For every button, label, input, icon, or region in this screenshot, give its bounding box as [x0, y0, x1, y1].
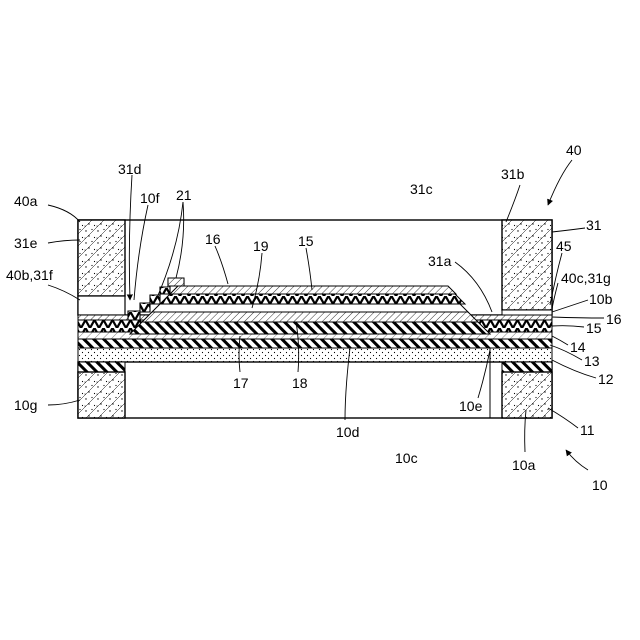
label-17: 17 [233, 375, 249, 391]
label-10: 10 [592, 477, 608, 493]
label-31c: 31c [410, 181, 433, 197]
label-40c-31g: 40c,31g [561, 270, 611, 286]
label-10d: 10d [336, 424, 359, 440]
device-element [128, 278, 490, 334]
label-11: 11 [580, 422, 595, 438]
label-21: 21 [176, 187, 192, 203]
right-base-block [502, 362, 552, 372]
label-16-top: 16 [205, 231, 221, 247]
right-foot-40c [502, 310, 552, 315]
film-18 [142, 312, 478, 322]
label-16-right: 16 [606, 311, 622, 327]
label-10c: 10c [395, 450, 418, 466]
right-base [502, 372, 552, 418]
film-17 [130, 322, 490, 334]
label-10b: 10b [589, 291, 613, 307]
layer-12 [78, 348, 552, 362]
label-10a: 10a [512, 457, 536, 473]
label-10e: 10e [459, 398, 483, 414]
label-31d: 31d [118, 161, 141, 177]
label-10g: 10g [14, 397, 37, 413]
right-pillar [502, 220, 552, 310]
label-13: 13 [584, 353, 600, 369]
label-31b: 31b [501, 166, 525, 182]
label-31e: 31e [14, 235, 38, 251]
left-base-block [78, 362, 125, 372]
label-15-top: 15 [298, 233, 314, 249]
left-foot-40b [78, 296, 125, 315]
label-15-right: 15 [586, 320, 602, 336]
left-pillar [78, 220, 125, 296]
label-40: 40 [566, 142, 582, 158]
label-10f: 10f [140, 190, 160, 206]
label-31a: 31a [428, 253, 452, 269]
film-16 [170, 286, 456, 294]
label-31: 31 [586, 217, 602, 233]
label-40b-31f: 40b,31f [6, 267, 53, 283]
label-18: 18 [292, 375, 308, 391]
label-45: 45 [556, 238, 572, 254]
layer-13 [78, 339, 552, 348]
label-12: 12 [598, 371, 614, 387]
label-40a: 40a [14, 193, 38, 209]
left-base [78, 372, 125, 418]
electrode-21-pad [168, 278, 184, 286]
film-15 [160, 294, 465, 304]
film-19 [152, 304, 468, 312]
label-19: 19 [253, 238, 269, 254]
